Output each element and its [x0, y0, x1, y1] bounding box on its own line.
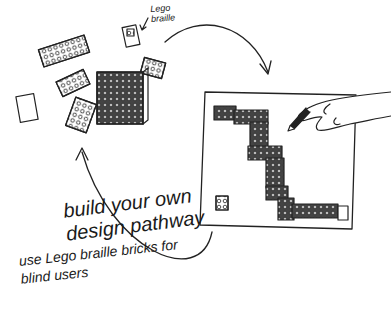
hand-with-pen [288, 92, 391, 131]
handwritten-note: use Lego braille bricks for blind users [18, 233, 206, 288]
handwritten-note: Lego braille [150, 2, 185, 24]
brick-pile [16, 25, 166, 133]
handwritten-note: build your own design pathway [62, 182, 216, 246]
pointer-arrow [140, 18, 148, 30]
cycle-arrow [165, 25, 268, 72]
